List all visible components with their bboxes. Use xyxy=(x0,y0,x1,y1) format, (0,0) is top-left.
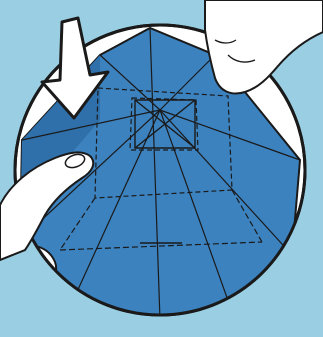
origami-illustration xyxy=(0,0,323,337)
illustration-stage xyxy=(0,0,323,337)
